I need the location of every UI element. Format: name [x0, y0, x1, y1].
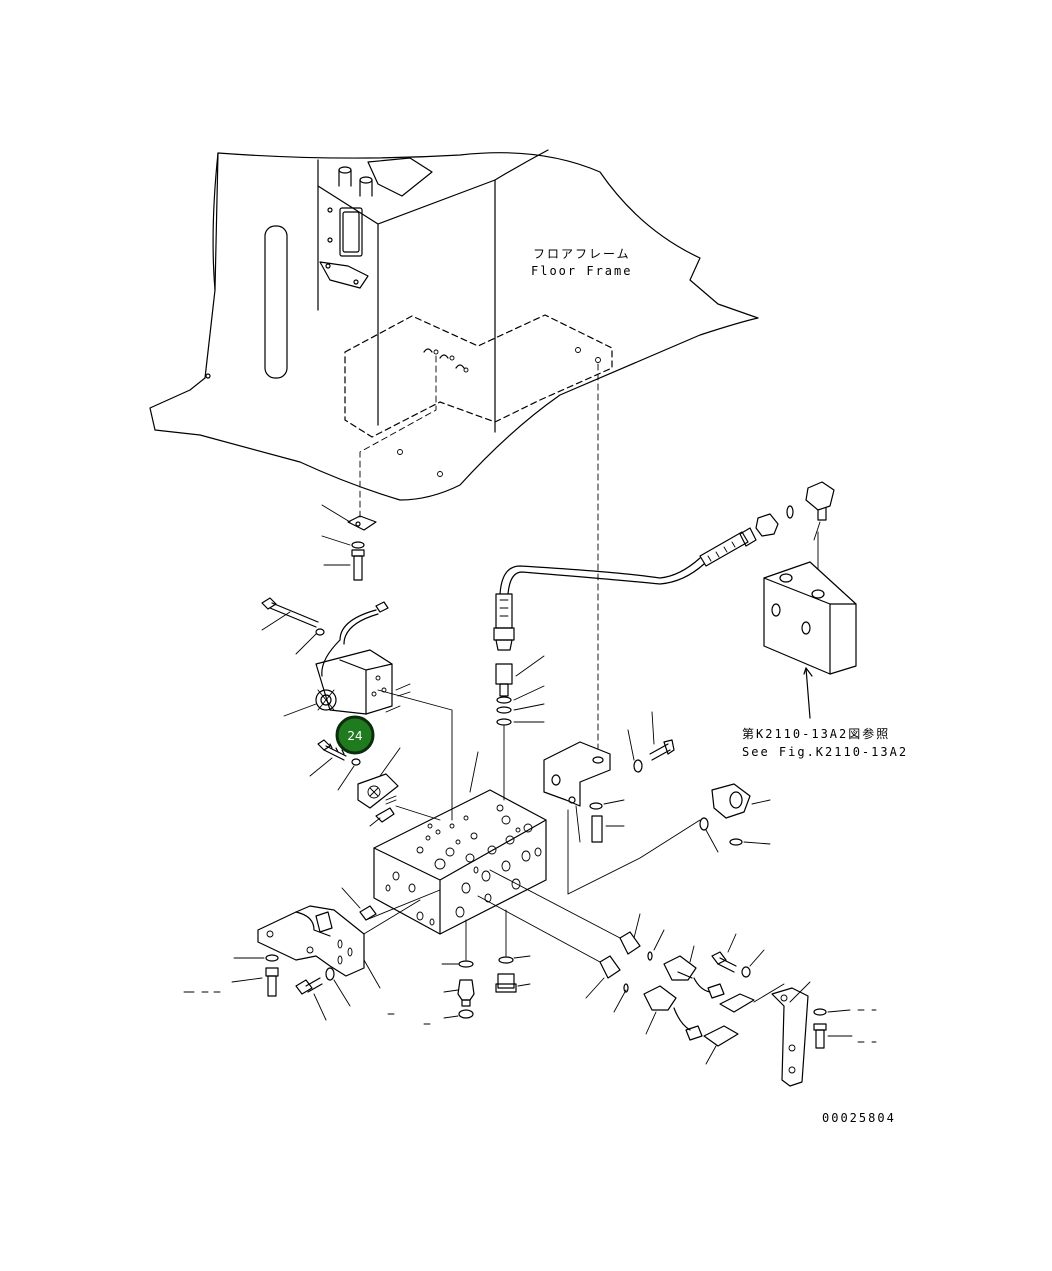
upper-bracket: [543, 711, 675, 843]
floor-frame-label-jp: フロアフレーム: [533, 247, 631, 261]
callout-number: 24: [347, 729, 362, 743]
drawing-number: 00025804: [822, 1111, 896, 1125]
lower-left-bracket: [183, 905, 431, 1025]
hose-assembly: [493, 481, 835, 801]
sensor-group: [585, 913, 877, 1087]
right-valve-block: [763, 561, 857, 719]
see-fig-label-jp: 第K2110-13A2図参照: [742, 726, 890, 741]
elbow-fitting: [699, 783, 771, 853]
plug-screw: [341, 887, 377, 921]
floor-frame-label-en: Floor Frame: [531, 264, 632, 278]
manifold-block: [343, 689, 701, 963]
see-fig-label-en: See Fig.K2110-13A2: [742, 745, 908, 759]
solenoid-valve: [261, 597, 411, 717]
callout-24[interactable]: 24: [335, 715, 375, 755]
floor-frame: [149, 149, 759, 761]
solenoid-bolts: [309, 739, 401, 827]
lower-fittings: [441, 955, 531, 1019]
mount-hardware-top: [321, 504, 377, 581]
